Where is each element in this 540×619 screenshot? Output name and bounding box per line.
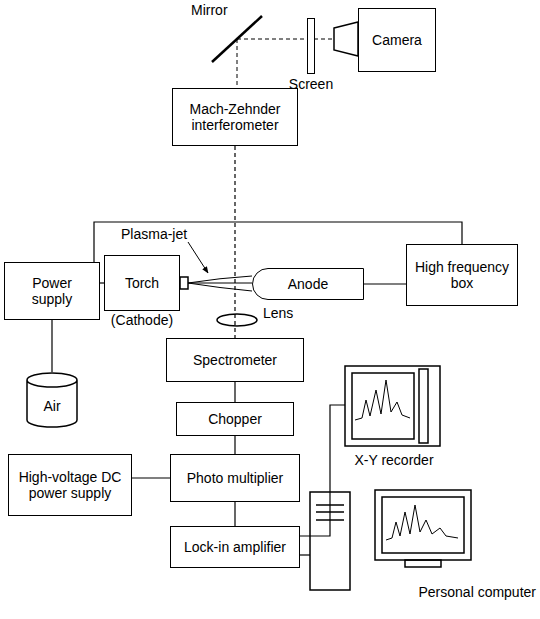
lock-in-box: Lock-in amplifier bbox=[170, 526, 300, 568]
node-text: High frequency box bbox=[412, 259, 512, 291]
node-text: Lock-in amplifier bbox=[184, 539, 286, 555]
torch-nozzle bbox=[180, 277, 188, 289]
node-text: Torch bbox=[125, 275, 159, 291]
connector bbox=[51, 320, 52, 372]
camera-box: Camera bbox=[358, 8, 436, 72]
node-text: Anode bbox=[288, 276, 328, 292]
recorder-icon bbox=[345, 366, 440, 446]
node-text: Photo multiplier bbox=[187, 470, 284, 486]
computer-node: Personal computer bbox=[306, 486, 536, 600]
mirror-symbol bbox=[212, 16, 262, 62]
high-frequency-box: High frequency box bbox=[406, 244, 518, 306]
connector bbox=[300, 405, 345, 536]
node-text: Mach-Zehnder interferometer bbox=[178, 101, 292, 133]
node-text: Personal computer bbox=[418, 584, 536, 600]
leader-line bbox=[188, 242, 208, 273]
node-text: Power supply bbox=[10, 275, 94, 307]
power-supply-box: Power supply bbox=[4, 262, 100, 320]
screen-plate bbox=[307, 18, 315, 74]
connector bbox=[132, 477, 170, 478]
part-label: Plasma-jet bbox=[120, 226, 188, 242]
node-text: (Cathode) bbox=[111, 312, 173, 328]
screen: Screen bbox=[296, 18, 326, 74]
connector bbox=[364, 283, 406, 284]
chopper-box: Chopper bbox=[176, 402, 294, 436]
computer-icon bbox=[310, 490, 471, 590]
camera-lens bbox=[334, 22, 358, 56]
plasma-jet bbox=[188, 276, 252, 291]
air-cylinder: Air bbox=[26, 372, 78, 428]
spectrometer-box: Spectrometer bbox=[166, 338, 304, 382]
lens-symbol bbox=[217, 314, 257, 326]
connector bbox=[234, 502, 235, 526]
hv-supply-box: High-voltage DC power supply bbox=[8, 454, 132, 516]
torch-box: Torch(Cathode) bbox=[104, 255, 180, 311]
node-text: Spectrometer bbox=[193, 352, 277, 368]
connector bbox=[234, 382, 235, 402]
node-text: High-voltage DC power supply bbox=[14, 469, 126, 501]
interferometer-box: Mach-Zehnder interferometer bbox=[172, 88, 298, 146]
node-text: Camera bbox=[372, 32, 422, 48]
part-label: Mirror bbox=[190, 2, 229, 18]
node-text: Air bbox=[43, 398, 60, 414]
photomultiplier-box: Photo multiplier bbox=[170, 454, 300, 502]
anode-box: Anode bbox=[252, 268, 364, 300]
recorder-node: X-Y recorder bbox=[338, 360, 450, 468]
node-text: Chopper bbox=[208, 411, 262, 427]
part-label: Lens bbox=[262, 305, 294, 321]
connector bbox=[234, 436, 235, 454]
node-text: X-Y recorder bbox=[354, 452, 433, 468]
connector bbox=[234, 146, 235, 338]
connector bbox=[300, 554, 310, 555]
